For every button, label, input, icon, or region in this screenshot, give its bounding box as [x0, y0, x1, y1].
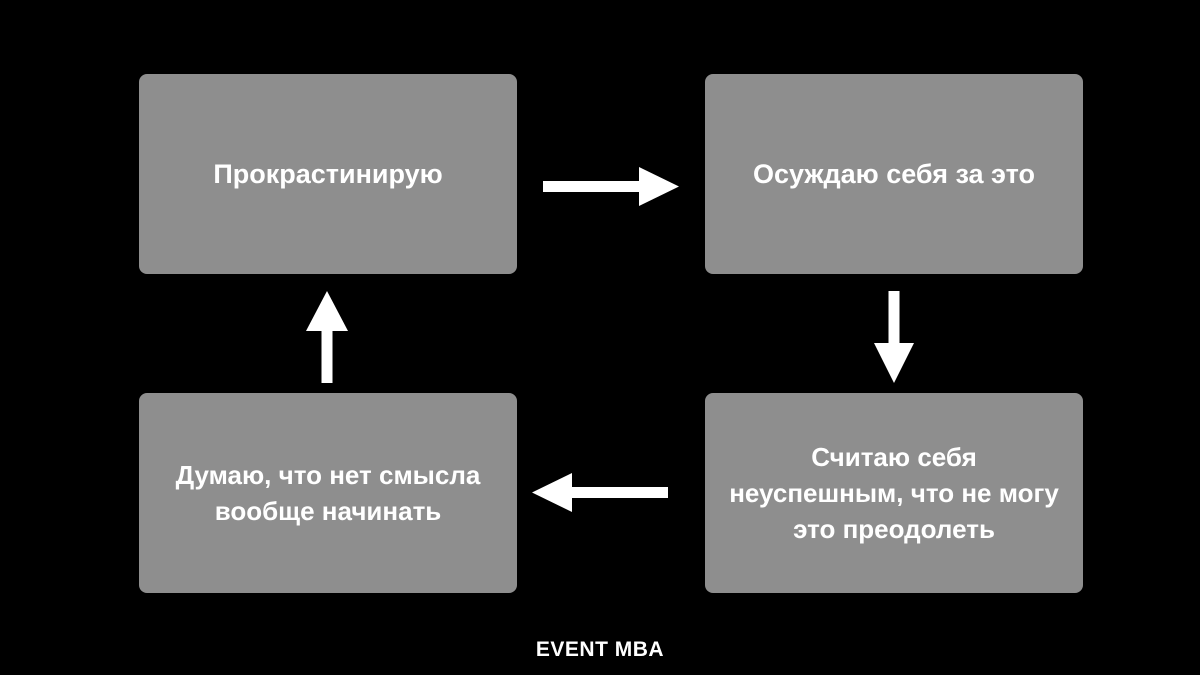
- arrow-down-icon: [874, 291, 914, 383]
- node-label: Прокрастинирую: [213, 159, 443, 189]
- node-procrastinate: Прокрастинирую: [139, 74, 517, 274]
- node-no-point-starting: Думаю, что нет смысла вообще начинать: [139, 393, 517, 593]
- node-self-blame: Осуждаю себя за это: [705, 74, 1083, 274]
- arrow-left-icon: [532, 473, 668, 513]
- node-label: Осуждаю себя за это: [753, 159, 1035, 189]
- node-feel-unsuccessful: Считаю себя неуспешным, что не могу это …: [705, 393, 1083, 593]
- node-label: Считаю себя неуспешным, что не могу это …: [729, 442, 1059, 544]
- arrow-up-icon: [306, 291, 348, 383]
- node-label: Думаю, что нет смысла вообще начинать: [175, 460, 481, 526]
- arrow-right-icon: [543, 167, 679, 207]
- brand-footer: EVENT MBA: [535, 638, 665, 661]
